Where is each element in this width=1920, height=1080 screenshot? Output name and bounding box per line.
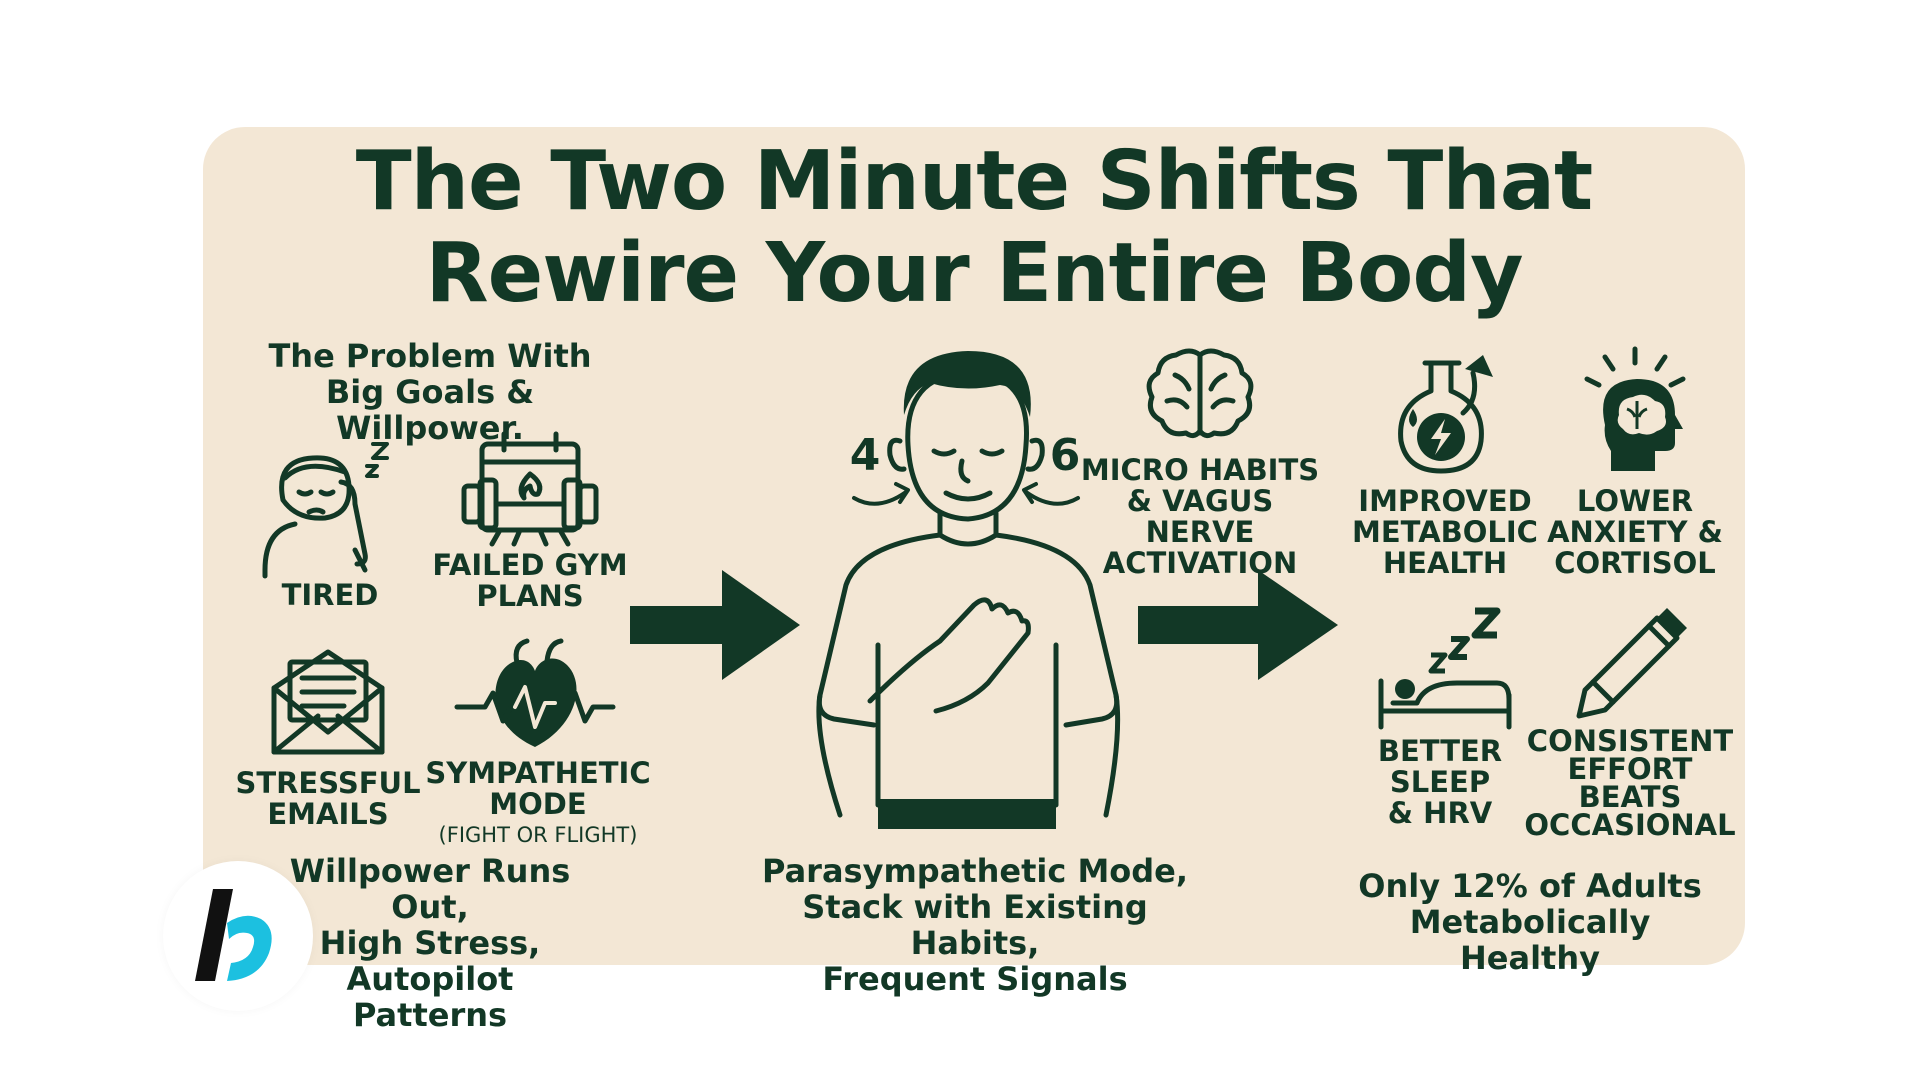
benefit-consistent-line-3: BEATS [1578,780,1682,814]
benefit-metabolic-label: IMPROVED METABOLIC HEALTH [1345,486,1545,579]
problem-item-gym-line-2: PLANS [476,579,584,613]
problem-footer-line-1: Willpower Runs Out, [289,852,571,926]
inhale-count: 4 [849,430,881,481]
problem-item-emails-line-1: STRESSFUL [235,766,421,800]
arrow-right-icon [630,570,800,680]
head-brain-icon [1584,346,1686,471]
bed-sleep-icon [1378,607,1512,730]
center-footer: Parasympathetic Mode, Stack with Existin… [750,853,1200,997]
micro-habits-label: MICRO HABITS & VAGUS NERVE ACTIVATION [1075,455,1325,579]
heart-pulse-icon [454,638,616,747]
dumbbell-fire-icon [461,431,599,547]
problem-item-sympathetic-line-2: MODE [489,787,587,821]
center-footer-line-1: Parasympathetic Mode, [761,852,1189,890]
problem-item-tired-label: TIRED [250,580,410,611]
benefit-anxiety-line-3: CORTISOL [1554,546,1716,580]
title-line-2: Rewire Your Entire Body [425,226,1523,321]
benefit-anxiety-label: LOWER ANXIETY & CORTISOL [1535,486,1735,579]
benefit-consistent-label: CONSISTENT EFFORT BEATS OCCASIONAL [1515,724,1745,842]
problem-footer-line-2: High Stress, Autopilot [319,924,541,998]
problem-item-gym-line-1: FAILED GYM [432,548,628,582]
problem-item-gym-label: FAILED GYM PLANS [430,550,630,612]
micro-habits-line-3: ACTIVATION [1102,546,1298,580]
benefit-anxiety-line-2: ANXIETY & [1547,515,1723,549]
page-title: The Two Minute Shifts That Rewire Your E… [203,136,1745,320]
benefits-footer-line-2: Metabolically Healthy [1409,903,1651,977]
envelope-icon [271,649,385,755]
brain-icon [1146,348,1254,439]
benefit-metabolic-line-3: HEALTH [1382,546,1508,580]
problem-heading-line-2: Big Goals & Willpower. [325,373,535,447]
problem-heading-line-1: The Problem With [268,337,592,375]
benefit-sleep-line-2: SLEEP [1389,765,1491,799]
problem-footer: Willpower Runs Out, High Stress, Autopil… [250,853,610,1033]
micro-habits-line-1: MICRO HABITS [1080,453,1320,487]
exhale-arrow-icon [1022,482,1080,506]
center-footer-line-3: Frequent Signals [822,960,1128,998]
benefit-sleep-line-1: BETTER [1377,734,1503,768]
problem-item-tired-line-1: TIRED [281,578,379,612]
title-line-1: The Two Minute Shifts That [355,134,1593,229]
benefits-footer: Only 12% of Adults Metabolically Healthy [1340,868,1720,976]
problem-item-sympathetic-sub: (FIGHT OR FLIGHT) [438,823,638,847]
pencil-icon [1576,608,1687,719]
benefit-sleep-label: BETTER SLEEP & HRV [1340,736,1540,829]
benefit-consistent-line-1: CONSISTENT [1526,724,1734,758]
exhale-count: 6 [1049,430,1081,481]
benefit-metabolic-line-1: IMPROVED [1358,484,1532,518]
problem-item-sympathetic-line-1: SYMPATHETIC [425,756,651,790]
arrow-right-icon-2 [1138,570,1338,680]
problem-heading: The Problem With Big Goals & Willpower. [230,338,630,446]
problem-item-emails-label: STRESSFUL EMAILS [228,768,428,830]
problem-item-emails-line-2: EMAILS [267,797,389,831]
benefit-anxiety-line-1: LOWER [1576,484,1694,518]
problem-footer-line-3: Patterns [352,996,508,1034]
brand-logo-icon [195,889,272,981]
flask-energy-icon [1398,355,1493,474]
breathing-person-icon [816,351,1121,829]
inhale-arrow-icon [852,482,910,506]
center-footer-line-2: Stack with Existing Habits, [802,888,1148,962]
benefit-consistent-line-4: OCCASIONAL [1524,808,1736,842]
benefit-metabolic-line-2: METABOLIC [1352,515,1538,549]
problem-item-sympathetic-label: SYMPATHETIC MODE (FIGHT OR FLIGHT) [418,758,658,851]
logo-badge [163,861,313,1011]
benefit-sleep-line-3: & HRV [1387,796,1493,830]
micro-habits-line-2: & VAGUS NERVE [1126,484,1274,549]
benefit-consistent-line-2: EFFORT [1567,752,1693,786]
tired-person-icon [262,442,389,579]
benefits-footer-line-1: Only 12% of Adults [1358,867,1702,905]
